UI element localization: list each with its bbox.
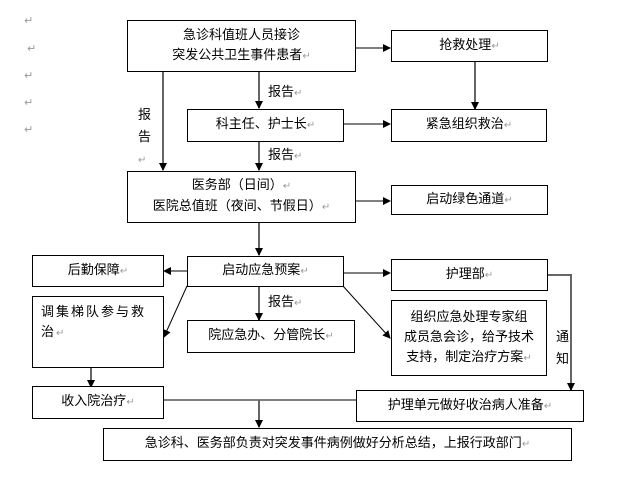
node-echelon-team: 调集梯队参与救治↵ [32,296,164,368]
arrow-nursing-to-unit [547,274,575,391]
label-report-3: 报告↵ [268,295,303,310]
paragraph-mark: ↵ [302,50,311,62]
node-text: 启动绿色通道 [426,191,505,207]
label-report-2: 报告↵ [268,148,303,163]
node-text: 急诊科、医务部负责对突发事件病例做好分析总结，上报行政部门 [144,436,522,451]
node-text: 启动应急预案 [222,263,301,278]
paragraph-mark: ↵ [504,194,513,206]
node-logistics: 后勤保障↵ [32,255,164,287]
node-text: 调集梯队参与救治 [41,305,147,340]
node-text: 组织应急处理专家组 [410,309,528,325]
node-text: 院应急办、分管院长 [208,328,326,343]
paragraph-mark: ↵ [306,120,316,131]
paragraph-mark: ↵ [126,397,135,408]
paragraph-mark: ↵ [27,42,37,55]
node-text: 医务部（日间） [191,178,283,193]
paragraph-mark: ↵ [321,202,331,213]
node-text: 护理单元做好收治病人准备 [387,397,544,413]
paragraph-mark: ↵ [300,266,309,277]
node-green-channel: 启动绿色通道↵ [391,185,548,215]
node-text: 医院总值班（夜间、节假日） [152,199,322,214]
node-nursing-dept: 护理部↵ [391,259,548,291]
node-text: 收入院治疗 [61,394,127,409]
node-text: 突发公共卫生事件患者 [172,47,303,63]
node-dept-head: 科主任、护士长↵ [187,109,344,142]
paragraph-mark: ↵ [24,14,34,27]
label-notify-vertical: 通 知 [556,330,570,367]
arrow-plan-to-echelon [163,285,188,338]
paragraph-mark: ↵ [523,352,532,364]
paragraph-mark: ↵ [24,69,34,82]
node-emergency-plan: 启动应急预案↵ [187,256,344,287]
node-hospital-office: 院应急办、分管院长↵ [187,320,355,353]
node-text: 科主任、护士长 [215,117,307,132]
label-report-vertical: 报 告↵ [138,108,152,166]
paragraph-mark: ↵ [521,439,531,450]
node-text: 抢救处理 [439,37,492,53]
node-text: 成员急会诊，给予技术 [403,329,534,345]
paragraph-mark: ↵ [503,120,513,131]
paragraph-mark: ↵ [56,328,67,339]
node-urgent-treat: 紧急组织救治↵ [391,109,547,142]
node-medical-dept: 医务部（日间）↵ 医院总值班（夜间、节假日）↵ [127,171,356,223]
paragraph-mark: ↵ [491,40,500,52]
paragraph-mark: ↵ [119,265,129,277]
paragraph-mark: ↵ [543,400,553,412]
node-er-staff: 急诊科值班人员接诊 突发公共卫生事件患者↵ [127,20,356,72]
node-text: 后勤保障 [67,262,120,278]
node-text: 支持，制定治疗方案 [406,349,524,365]
label-report-1: 报告↵ [268,85,303,100]
paragraph-mark: ↵ [484,269,494,281]
node-nursing-unit: 护理单元做好收治病人准备↵ [356,390,584,422]
paragraph-mark: ↵ [24,96,34,109]
paragraph-mark: ↵ [24,123,34,136]
node-text: 急诊科值班人员接诊 [182,27,300,43]
paragraph-mark: ↵ [325,331,334,342]
node-admit: 收入院治疗↵ [32,386,164,419]
node-summary: 急诊科、医务部负责对突发事件病例做好分析总结，上报行政部门↵ [103,428,572,461]
node-text: 紧急组织救治 [425,117,504,132]
arrow-plan-to-expert [342,285,391,339]
node-rescue: 抢救处理↵ [391,30,548,62]
node-text: 护理部 [445,266,485,282]
paragraph-mark: ↵ [282,181,292,192]
node-expert-group: 组织应急处理专家组 成员急会诊，给予技术 支持，制定治疗方案↵ [391,300,547,376]
